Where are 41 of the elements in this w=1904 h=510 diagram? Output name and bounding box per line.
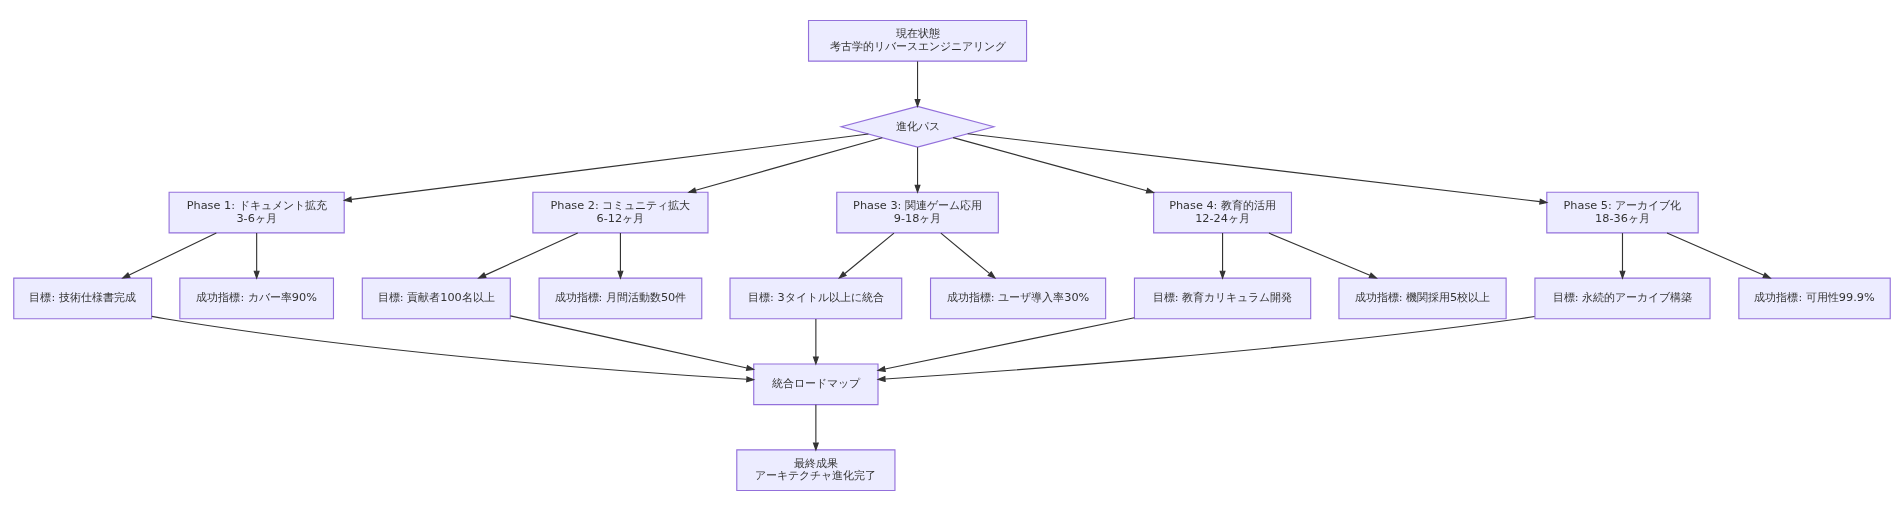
node-box: Phase 3: 関連ゲーム応用 9-18ヶ月 <box>836 191 999 233</box>
arrow <box>812 317 820 366</box>
arrow <box>812 403 820 451</box>
node-box: 目標: 教育カリキュラム開発 <box>1133 277 1312 319</box>
node-box: 目標: 貢献者100名以上 <box>361 277 511 319</box>
arrow <box>914 146 921 194</box>
node-box: 統合ロードマップ <box>753 362 879 405</box>
arrow <box>1268 232 1378 279</box>
arrow <box>876 316 1135 372</box>
node-box: 成功指標: カバー率90% <box>179 277 335 319</box>
arrow <box>509 314 756 371</box>
arrow <box>617 232 624 280</box>
arrow <box>838 232 895 279</box>
arrow <box>914 60 921 108</box>
node-diamond: 進化パス <box>838 105 997 148</box>
node-box: 成功指標: 可用性99.9% <box>1738 277 1891 319</box>
node-box: 成功指標: 月間活動数50件 <box>538 277 703 319</box>
arrow <box>940 232 997 279</box>
node-box: 成功指標: 機関採用5校以上 <box>1338 277 1507 319</box>
node-box: 最終成果 アーキテクチャ進化完了 <box>736 448 896 491</box>
node-box: Phase 5: アーカイブ化 18-36ヶ月 <box>1546 191 1699 233</box>
arrow <box>151 315 756 382</box>
arrow <box>1666 232 1772 279</box>
arrow <box>477 232 579 279</box>
arrow <box>1619 232 1626 280</box>
arrow <box>952 136 1156 194</box>
arrow <box>876 315 1536 382</box>
node-box: 成功指標: ユーザ導入率30% <box>929 277 1107 319</box>
arrow <box>342 133 869 203</box>
arrow <box>687 136 883 193</box>
arrow <box>253 232 260 280</box>
arrow <box>1219 232 1226 280</box>
arrow <box>967 132 1549 205</box>
arrow <box>121 232 217 279</box>
node-box: 目標: 3タイトル以上に統合 <box>729 277 903 319</box>
node-box: 現在状態 考古学的リバースエンジニアリング <box>807 19 1028 62</box>
node-box: Phase 2: コミュニティ拡大 6-12ヶ月 <box>532 191 709 233</box>
node-box: Phase 4: 教育的活用 12-24ヶ月 <box>1153 191 1293 233</box>
node-box: 目標: 永続的アーカイブ構築 <box>1534 277 1711 319</box>
node-box: Phase 1: ドキュメント拡充 3-6ヶ月 <box>168 191 345 233</box>
node-box: 目標: 技術仕様書完成 <box>13 277 153 319</box>
